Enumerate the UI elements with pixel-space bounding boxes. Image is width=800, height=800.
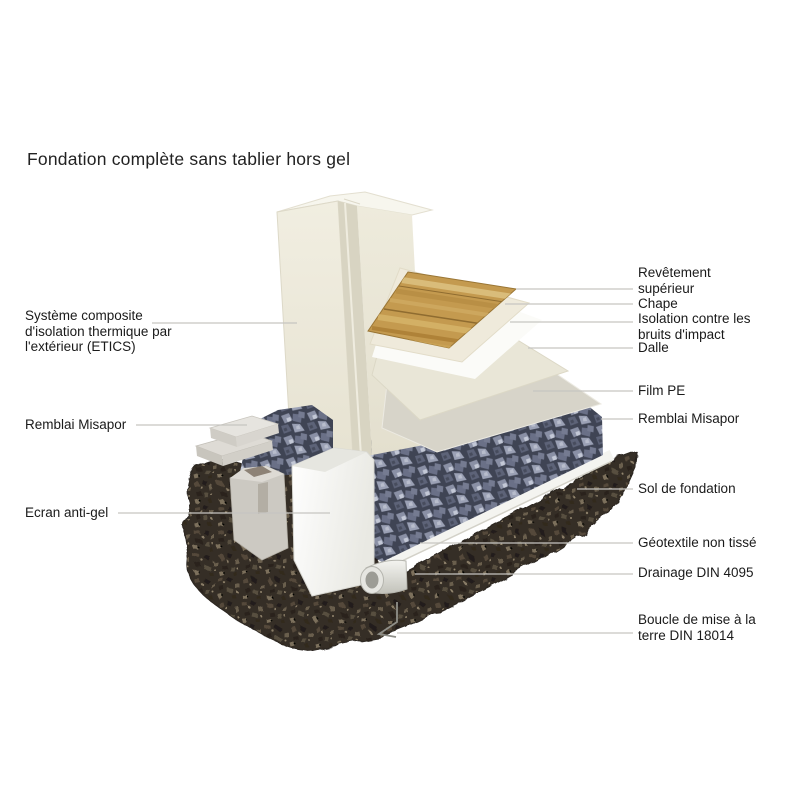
- label-isolation: Isolation contre les bruits d'impact: [638, 311, 751, 342]
- diagram-title: Fondation complète sans tablier hors gel: [27, 149, 351, 169]
- label-boucle: Boucle de mise à la terre DIN 18014: [638, 612, 756, 643]
- label-revetement: Revêtement supérieur: [638, 265, 711, 296]
- label-ecran-anti-gel: Ecran anti-gel: [25, 505, 109, 520]
- wall-top-seam: [343, 198, 361, 205]
- grounding-loop-wire: [376, 602, 398, 638]
- label-geotextile: Géotextile non tissé: [638, 535, 757, 550]
- paver-slabs: [194, 415, 280, 466]
- wall-etics-side: [338, 201, 372, 458]
- label-drainage: Drainage DIN 4095: [638, 565, 754, 580]
- label-remblai-right: Remblai Misapor: [638, 411, 740, 426]
- label-chape: Chape: [638, 296, 678, 311]
- wall-etics-side-strip: [344, 202, 362, 457]
- wall-top-face: [276, 191, 434, 216]
- label-sol: Sol de fondation: [638, 481, 736, 496]
- geotextile-edge: [380, 460, 613, 572]
- label-film-pe: Film PE: [638, 383, 686, 398]
- ecran-anti-gel-block: [291, 447, 375, 597]
- label-etics: Système composite d'isolation thermique …: [25, 308, 172, 354]
- drainage-pipe: [360, 559, 408, 594]
- label-remblai-left: Remblai Misapor: [25, 417, 127, 432]
- label-dalle: Dalle: [638, 340, 669, 355]
- geotextile-layer: [377, 450, 615, 570]
